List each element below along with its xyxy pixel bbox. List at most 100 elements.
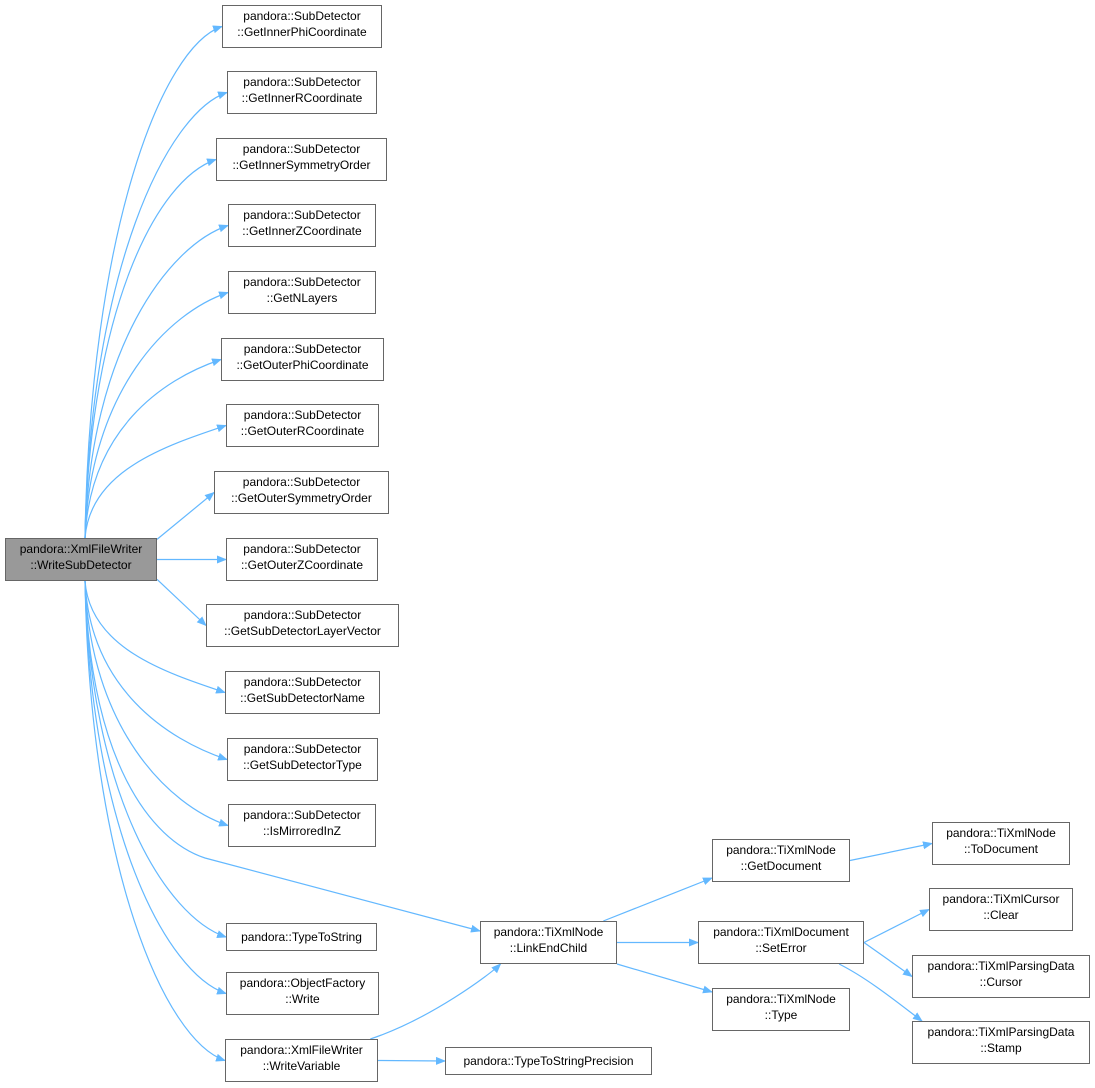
edge-n16-to-n18 [377, 1056, 446, 1065]
edge-n20-to-n23 [863, 908, 930, 944]
edge-root-to-n11 [84, 580, 226, 694]
edge-root-to-n2 [84, 91, 228, 539]
node-label-line2: ::GetInnerZCoordinate [242, 224, 362, 238]
node-label-line1: pandora::SubDetector [243, 275, 361, 289]
node-get-outer-z-coordinate[interactable]: pandora::SubDetector ::GetOuterZCoordina… [226, 538, 378, 581]
node-label-line2: ::Cursor [979, 975, 1023, 989]
node-get-outer-symmetry-order[interactable]: pandora::SubDetector ::GetOuterSymmetryO… [214, 471, 389, 514]
edge-root-to-n3 [84, 158, 217, 539]
node-label-line1: pandora::SubDetector [243, 808, 361, 822]
node-label-line2: ::GetSubDetectorLayerVector [224, 624, 381, 638]
node-label-line2: ::GetOuterSymmetryOrder [231, 491, 372, 505]
node-label-line2: ::SetError [755, 941, 807, 955]
node-label-line1: pandora::SubDetector [242, 142, 361, 156]
node-label-line1: pandora::SubDetector [243, 608, 362, 622]
node-root-write-sub-detector[interactable]: pandora::XmlFileWriter ::WriteSubDetecto… [5, 538, 157, 581]
edge-root-to-n17 [84, 580, 481, 933]
edge-n20-to-n25 [838, 963, 923, 1022]
node-label-line1: pandora::ObjectFactory [239, 976, 366, 990]
edge-root-to-n7 [84, 424, 227, 539]
node-label-line2: ::GetOuterPhiCoordinate [236, 358, 369, 372]
node-label-line1: pandora::TypeToStringPrecision [463, 1054, 634, 1068]
node-parsing-data-stamp[interactable]: pandora::TiXmlParsingData ::Stamp [912, 1021, 1090, 1064]
edge-n20-to-n24 [863, 942, 913, 978]
node-get-document[interactable]: pandora::TiXmlNode ::GetDocument [712, 839, 850, 882]
node-label-line2: ::IsMirroredInZ [262, 824, 341, 838]
node-label-line2: ::GetDocument [740, 859, 822, 873]
node-get-sub-detector-layer-vector[interactable]: pandora::SubDetector ::GetSubDetectorLay… [206, 604, 399, 647]
node-label-line2: ::GetOuterRCoordinate [240, 424, 365, 438]
node-label-line2: ::GetInnerPhiCoordinate [237, 25, 367, 39]
edge-n17-to-n19 [603, 877, 713, 922]
node-label-line1: pandora::TiXmlNode [493, 925, 604, 939]
edge-root-to-n12 [84, 580, 228, 761]
node-get-inner-z-coordinate[interactable]: pandora::SubDetector ::GetInnerZCoordina… [228, 204, 376, 247]
node-label-line2: ::WriteSubDetector [30, 558, 132, 572]
node-get-inner-phi-coordinate[interactable]: pandora::SubDetector ::GetInnerPhiCoordi… [222, 5, 382, 48]
node-label-line2: ::LinkEndChild [509, 941, 588, 955]
node-label-line2: ::ToDocument [963, 842, 1039, 856]
node-label-line1: pandora::SubDetector [243, 742, 362, 756]
node-get-inner-symmetry-order[interactable]: pandora::SubDetector ::GetInnerSymmetryO… [216, 138, 387, 181]
node-label-line1: pandora::SubDetector [243, 675, 362, 689]
node-label-line1: pandora::SubDetector [243, 208, 361, 222]
node-label-line1: pandora::XmlFileWriter [19, 542, 143, 556]
node-get-n-layers[interactable]: pandora::SubDetector ::GetNLayers [228, 271, 376, 314]
node-link-end-child[interactable]: pandora::TiXmlNode ::LinkEndChild [480, 921, 617, 964]
edge-root-to-n14 [84, 580, 227, 938]
node-label-line1: pandora::TypeToString [241, 930, 362, 944]
edge-root-to-n10 [156, 578, 207, 627]
node-label-line1: pandora::SubDetector [243, 75, 361, 89]
node-label-line2: ::GetNLayers [266, 291, 338, 305]
node-is-mirrored-in-z[interactable]: pandora::SubDetector ::IsMirroredInZ [228, 804, 376, 847]
node-get-outer-r-coordinate[interactable]: pandora::SubDetector ::GetOuterRCoordina… [226, 404, 379, 447]
edge-root-to-n16 [84, 580, 226, 1062]
node-label-line1: pandora::SubDetector [243, 542, 361, 556]
node-type-to-string-precision[interactable]: pandora::TypeToStringPrecision [445, 1047, 652, 1075]
node-set-error[interactable]: pandora::TiXmlDocument ::SetError [698, 921, 864, 964]
edge-root-to-n5 [84, 291, 229, 539]
node-to-document[interactable]: pandora::TiXmlNode ::ToDocument [932, 822, 1070, 865]
node-label-line1: pandora::TiXmlParsingData [927, 1025, 1075, 1039]
node-label-line2: ::GetInnerRCoordinate [241, 91, 363, 105]
node-label-line2: ::GetOuterZCoordinate [240, 558, 364, 572]
node-label-line2: ::Type [764, 1008, 798, 1022]
node-label-line1: pandora::TiXmlParsingData [927, 959, 1075, 973]
node-label-line1: pandora::SubDetector [243, 342, 362, 356]
edge-root-to-n13 [84, 580, 229, 827]
edge-n17-to-n21 [616, 963, 713, 994]
node-type-to-string[interactable]: pandora::TypeToString [226, 923, 377, 951]
edge-n19-to-n22 [849, 841, 933, 862]
edge-n16-to-n17 [370, 963, 502, 1040]
node-cursor-clear[interactable]: pandora::TiXmlCursor ::Clear [929, 888, 1073, 931]
edge-root-to-n15 [84, 580, 227, 995]
node-label-line2: ::GetSubDetectorType [243, 758, 362, 772]
node-label-line2: ::WriteVariable [262, 1059, 341, 1073]
edge-root-to-n4 [84, 224, 229, 539]
node-label-line1: pandora::TiXmlDocument [713, 925, 849, 939]
node-label-line1: pandora::XmlFileWriter [240, 1043, 363, 1057]
node-label-line2: ::GetSubDetectorName [240, 691, 365, 705]
node-label-line1: pandora::TiXmlNode [726, 992, 836, 1006]
node-label-line1: pandora::TiXmlNode [726, 843, 836, 857]
edge-root-to-n8 [156, 491, 215, 540]
node-get-sub-detector-type[interactable]: pandora::SubDetector ::GetSubDetectorTyp… [227, 738, 378, 781]
node-get-sub-detector-name[interactable]: pandora::SubDetector ::GetSubDetectorNam… [225, 671, 380, 714]
node-parsing-data-cursor[interactable]: pandora::TiXmlParsingData ::Cursor [912, 955, 1090, 998]
edge-root-to-n1 [84, 25, 223, 539]
node-write-variable[interactable]: pandora::XmlFileWriter ::WriteVariable [225, 1039, 378, 1082]
node-object-factory-write[interactable]: pandora::ObjectFactory ::Write [226, 972, 379, 1015]
node-get-inner-r-coordinate[interactable]: pandora::SubDetector ::GetInnerRCoordina… [227, 71, 377, 114]
node-get-outer-phi-coordinate[interactable]: pandora::SubDetector ::GetOuterPhiCoordi… [221, 338, 384, 381]
node-label-line1: pandora::TiXmlNode [946, 826, 1056, 840]
node-label-line1: pandora::TiXmlCursor [942, 892, 1060, 906]
node-type[interactable]: pandora::TiXmlNode ::Type [712, 988, 850, 1031]
node-label-line2: ::Write [285, 992, 320, 1006]
node-label-line1: pandora::SubDetector [243, 9, 361, 23]
node-label-line2: ::Stamp [980, 1041, 1022, 1055]
node-label-line1: pandora::SubDetector [243, 408, 362, 422]
edge-root-to-n6 [84, 358, 222, 539]
node-label-line1: pandora::SubDetector [242, 475, 361, 489]
node-label-line2: ::Clear [983, 908, 1019, 922]
